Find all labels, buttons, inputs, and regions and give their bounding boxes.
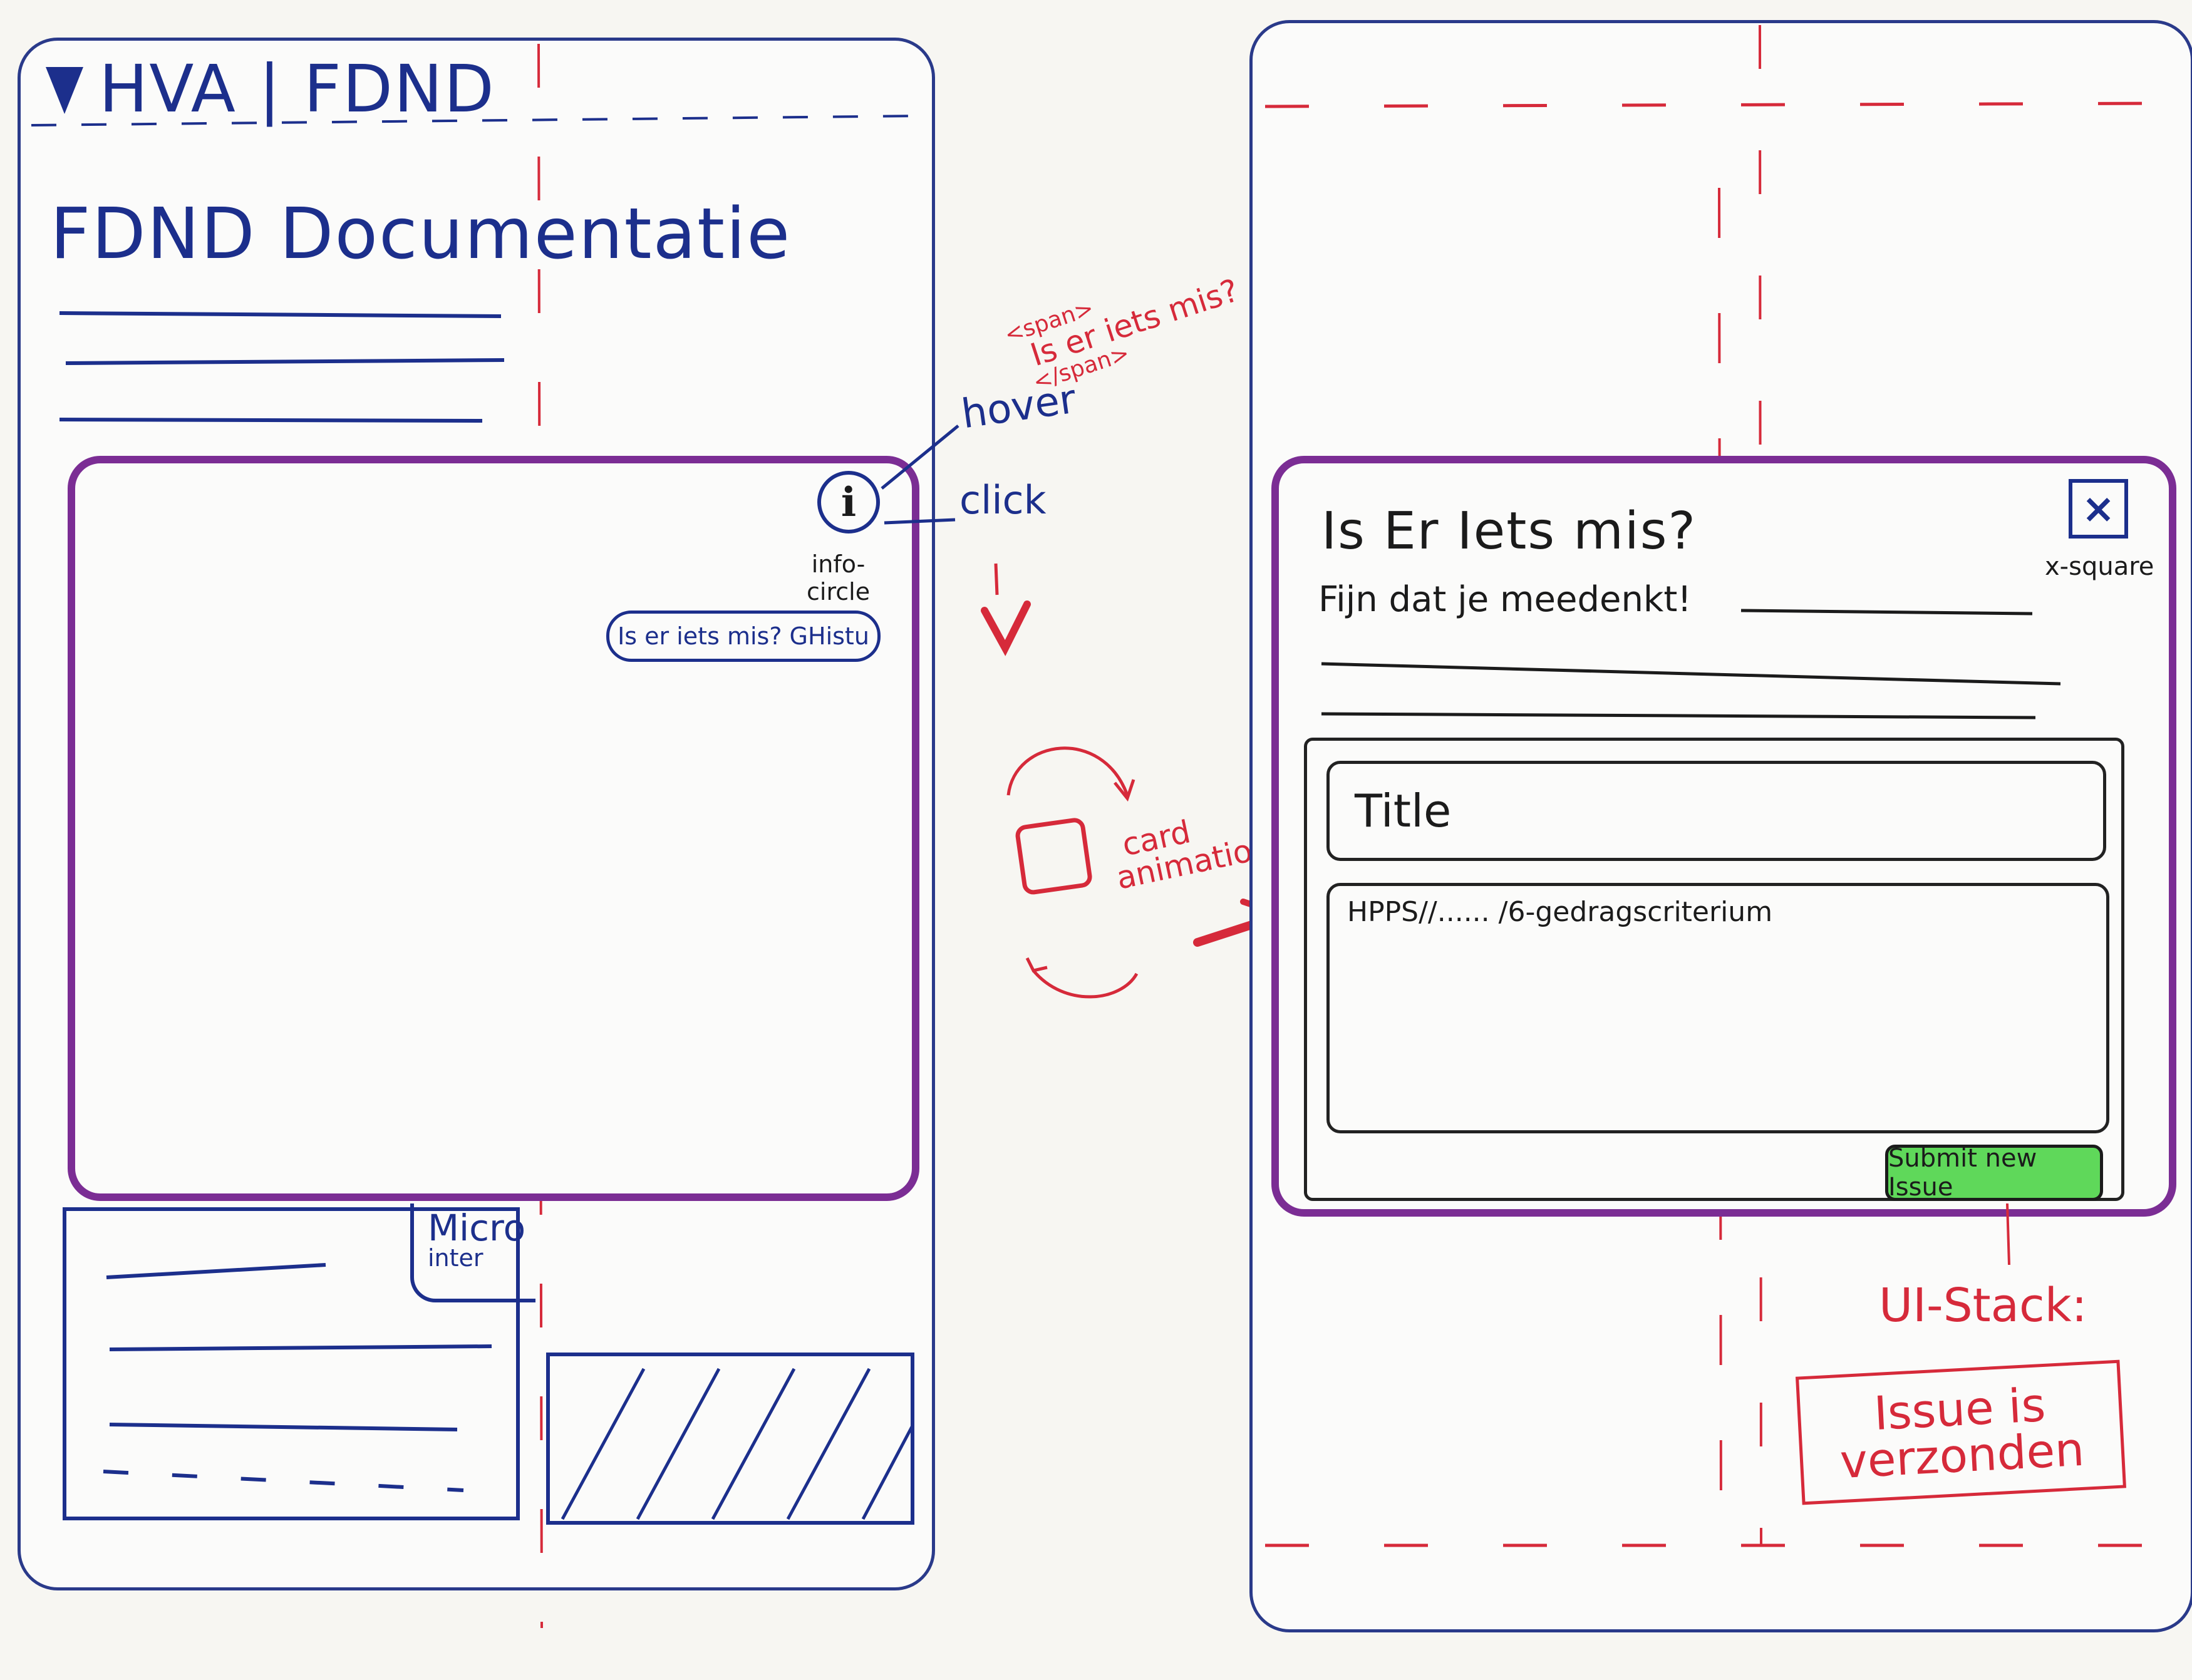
micro-interaction-card [63,1207,520,1520]
body-value: HPPS//...... /6-gedragscriterium [1347,896,1773,928]
close-button[interactable]: × [2069,479,2128,539]
body-textarea[interactable]: HPPS//...... /6-gedragscriterium [1326,883,2109,1133]
micro-interaction-tab[interactable]: Micro inter [410,1203,535,1302]
intro-text-lines [59,311,505,423]
logo-text: HVA | FDND [99,51,495,127]
info-circle-button[interactable]: i [817,471,880,533]
logo[interactable]: HVA | FDND [43,56,495,121]
title-input[interactable]: Title [1326,761,2106,861]
issue-form [1304,738,2124,1201]
hatch-pattern [561,1368,911,1520]
close-button-label: x-square [2045,552,2154,581]
image-placeholder [546,1353,914,1525]
hva-logo-icon [46,67,83,114]
tooltip-text: Is er iets mis? GHistu [618,622,869,650]
issue-sent-toast: Issue is verzonden [1795,1359,2127,1505]
modal-text-lines [1321,609,2061,719]
issue-tooltip[interactable]: Is er iets mis? GHistu [606,611,881,662]
click-annotation: click [959,477,1047,523]
info-icon: i [840,478,857,526]
content-card [68,456,919,1201]
modal-heading: Is Er Iets mis? [1321,502,1697,561]
micro-card-text-lines [103,1263,492,1492]
title-placeholder: Title [1355,785,1452,837]
modal-subheading: Fijn dat je meedenkt! [1318,579,1692,620]
info-circle-label: info- circle [807,550,871,606]
ui-stack-label: UI-Stack: [1879,1279,2087,1332]
ui-stack-connector [2006,1203,2010,1265]
submit-issue-button[interactable]: Submit new Issue [1885,1144,2103,1202]
page-title: FDND Documentatie [50,193,792,275]
close-icon: × [2081,485,2116,532]
